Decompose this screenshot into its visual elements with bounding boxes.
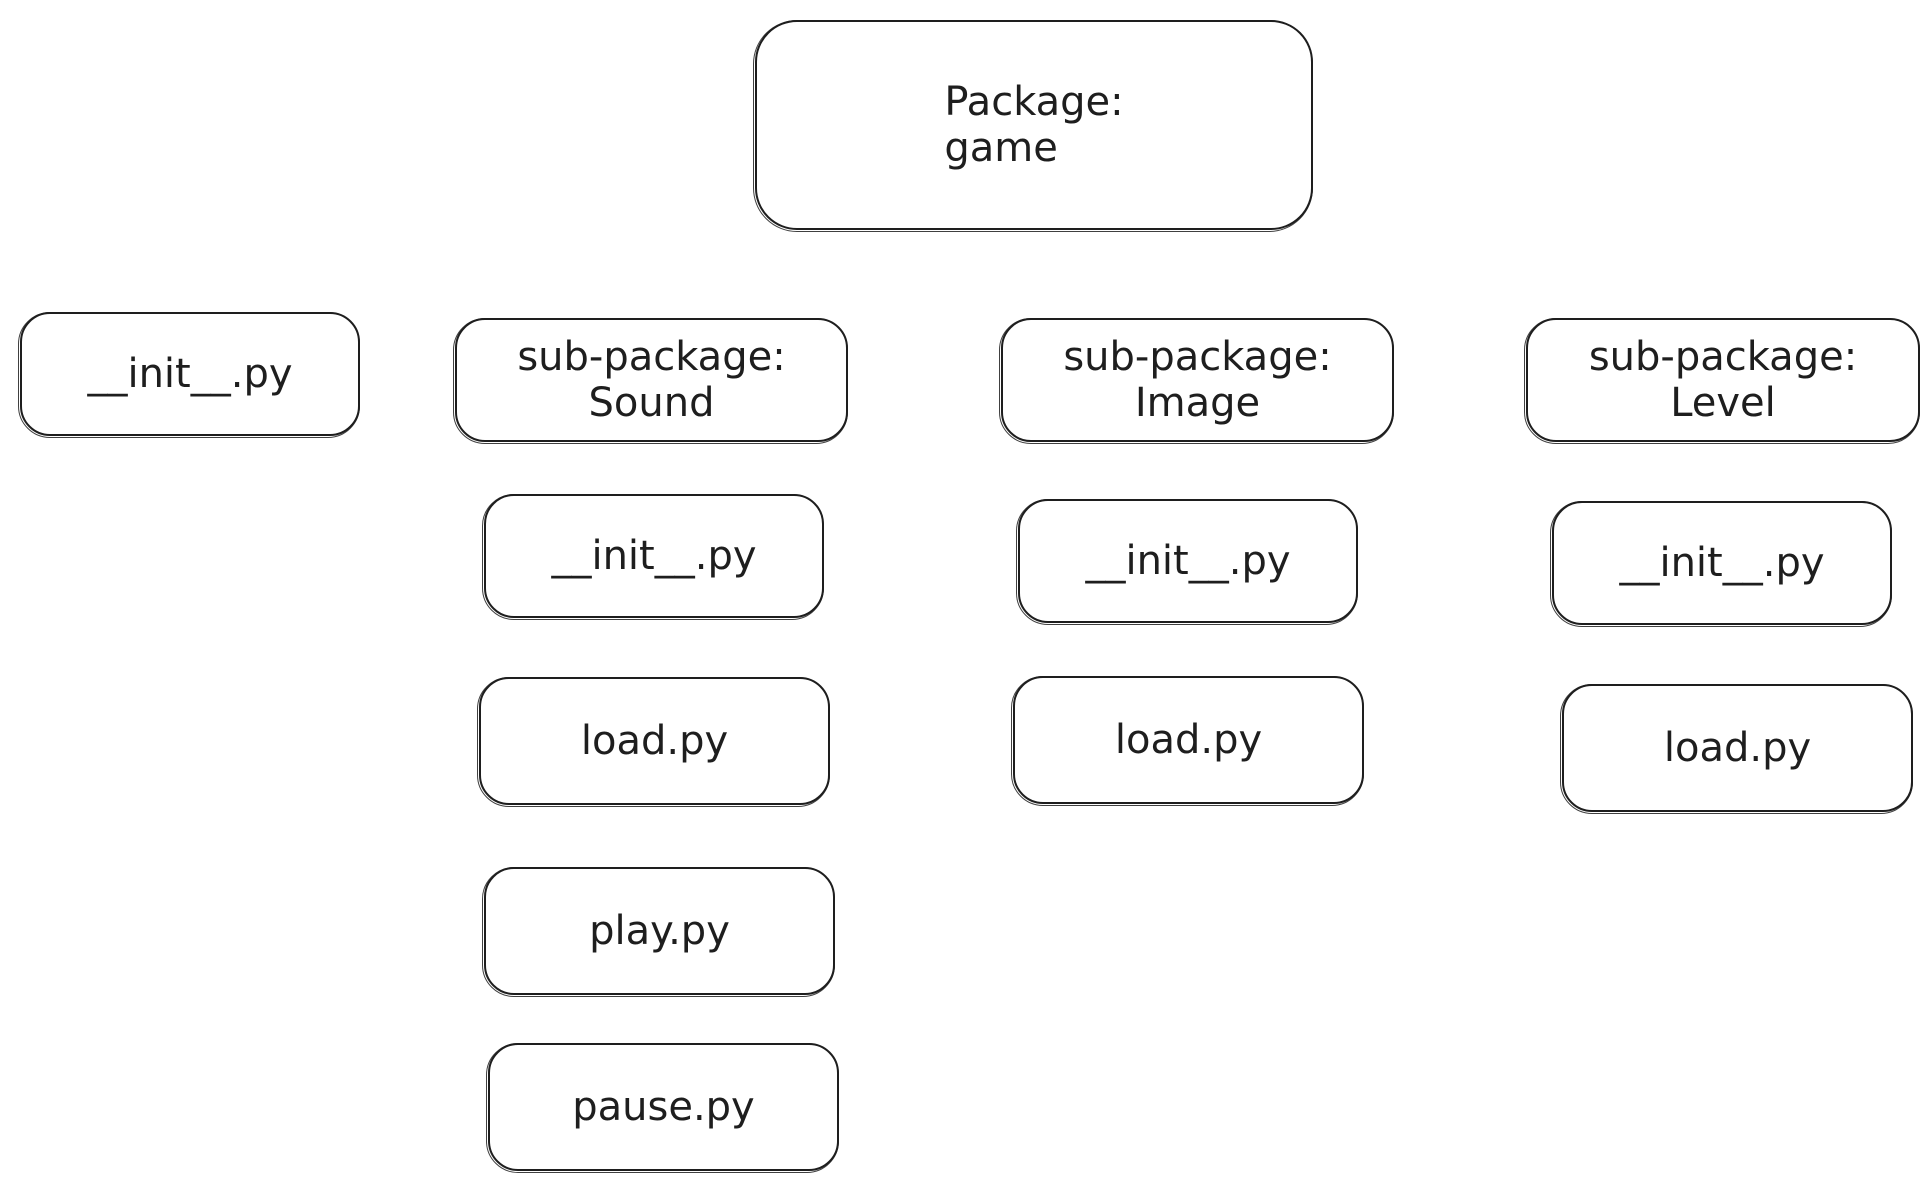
image-init-file-label: __init__.py: [1085, 538, 1291, 584]
subpackage-image-node[interactable]: sub-package: Image: [999, 318, 1394, 444]
image-load-file-node[interactable]: load.py: [1011, 676, 1364, 806]
subpackage-image-label: sub-package: Image: [1063, 334, 1332, 426]
sound-pause-file-node[interactable]: pause.py: [486, 1043, 839, 1173]
sound-play-file-label: play.py: [589, 908, 730, 954]
level-load-file-label: load.py: [1663, 725, 1812, 771]
root-init-file-node[interactable]: __init__.py: [18, 312, 360, 438]
package-game-node[interactable]: Package: game: [753, 20, 1313, 232]
sound-init-file-node[interactable]: __init__.py: [482, 494, 824, 620]
sound-load-file-node[interactable]: load.py: [477, 677, 830, 807]
level-load-file-node[interactable]: load.py: [1560, 684, 1913, 814]
subpackage-level-label: sub-package: Level: [1588, 334, 1858, 426]
level-init-file-label: __init__.py: [1619, 540, 1825, 586]
sound-pause-file-label: pause.py: [572, 1084, 755, 1130]
root-init-file-label: __init__.py: [87, 351, 293, 397]
sound-play-file-node[interactable]: play.py: [482, 867, 835, 997]
image-init-file-node[interactable]: __init__.py: [1016, 499, 1358, 625]
sound-load-file-label: load.py: [580, 718, 729, 764]
package-game-label: Package: game: [944, 79, 1124, 171]
subpackage-level-node[interactable]: sub-package: Level: [1524, 318, 1920, 444]
image-load-file-label: load.py: [1114, 717, 1263, 763]
level-init-file-node[interactable]: __init__.py: [1550, 501, 1892, 627]
sound-init-file-label: __init__.py: [551, 533, 757, 579]
subpackage-sound-label: sub-package: Sound: [517, 334, 786, 426]
subpackage-sound-node[interactable]: sub-package: Sound: [453, 318, 848, 444]
